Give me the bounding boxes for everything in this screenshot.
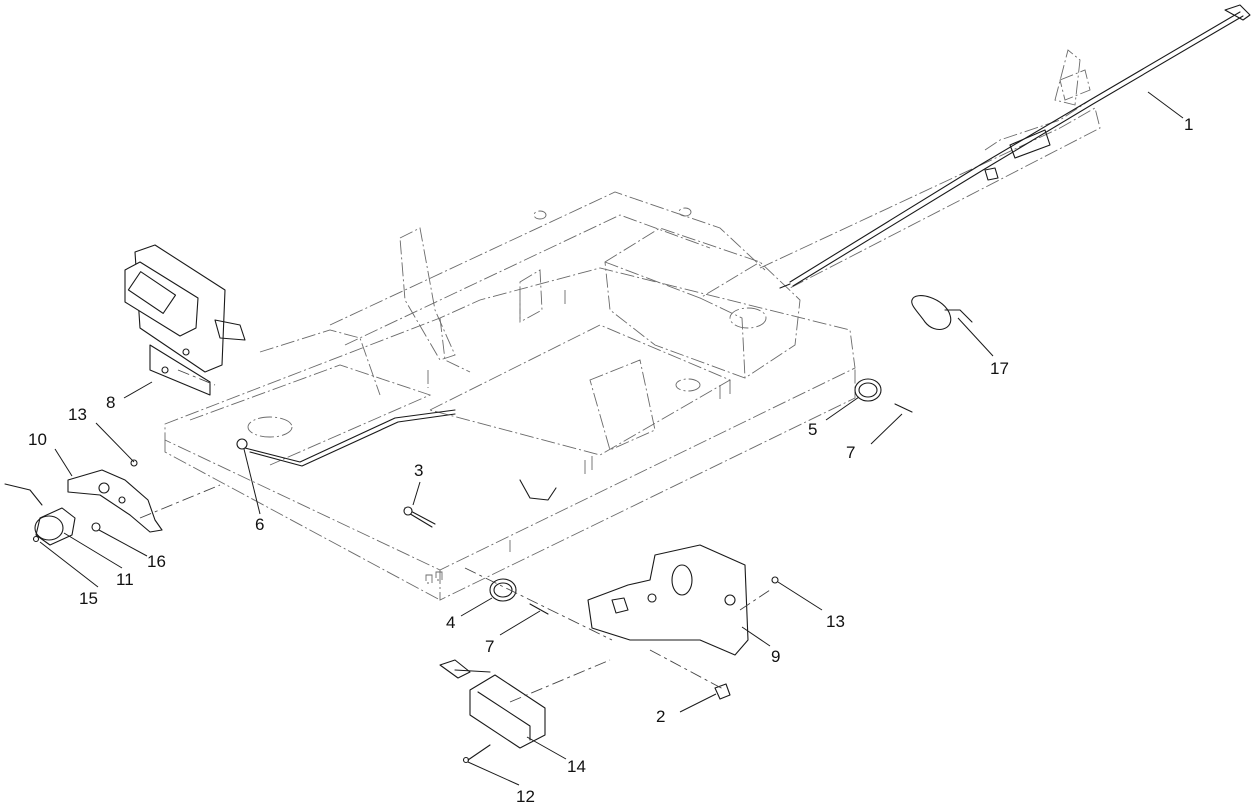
right-tail-light-assembly: [439, 659, 546, 764]
hardware-center: [236, 438, 436, 528]
left-tail-light-assembly: [124, 244, 246, 396]
reflectors: [489, 378, 913, 615]
callout-14: 14: [567, 757, 586, 776]
leader-lines: [39, 91, 1184, 786]
callout-10: 10: [28, 430, 47, 449]
license-bracket-assembly: [4, 459, 163, 546]
callout-7-right: 7: [846, 443, 855, 462]
callout-9: 9: [771, 647, 780, 666]
callout-4: 4: [446, 613, 455, 632]
callout-5: 5: [808, 420, 817, 439]
wire-harness: [244, 4, 1251, 501]
callout-labels: 1 2 3 4 5 6 7 7 8 9 10 11 12 13 13 14 15…: [28, 115, 1193, 806]
callout-1: 1: [1184, 115, 1193, 134]
callout-2: 2: [656, 707, 665, 726]
callout-6: 6: [255, 515, 264, 534]
safety-cable: [911, 295, 973, 331]
callout-11: 11: [116, 570, 134, 589]
frame-outline: [164, 49, 1101, 601]
callout-13-right: 13: [826, 612, 845, 631]
callout-12: 12: [516, 787, 535, 806]
alignment-lines: [139, 369, 771, 703]
callout-17: 17: [990, 359, 1009, 378]
callout-15: 15: [79, 589, 98, 608]
callout-13-left: 13: [68, 405, 87, 424]
callout-7-left: 7: [485, 637, 494, 656]
right-bracket-assembly: [587, 544, 779, 700]
callout-3: 3: [414, 461, 423, 480]
callout-16: 16: [147, 552, 166, 571]
callout-8: 8: [106, 393, 115, 412]
